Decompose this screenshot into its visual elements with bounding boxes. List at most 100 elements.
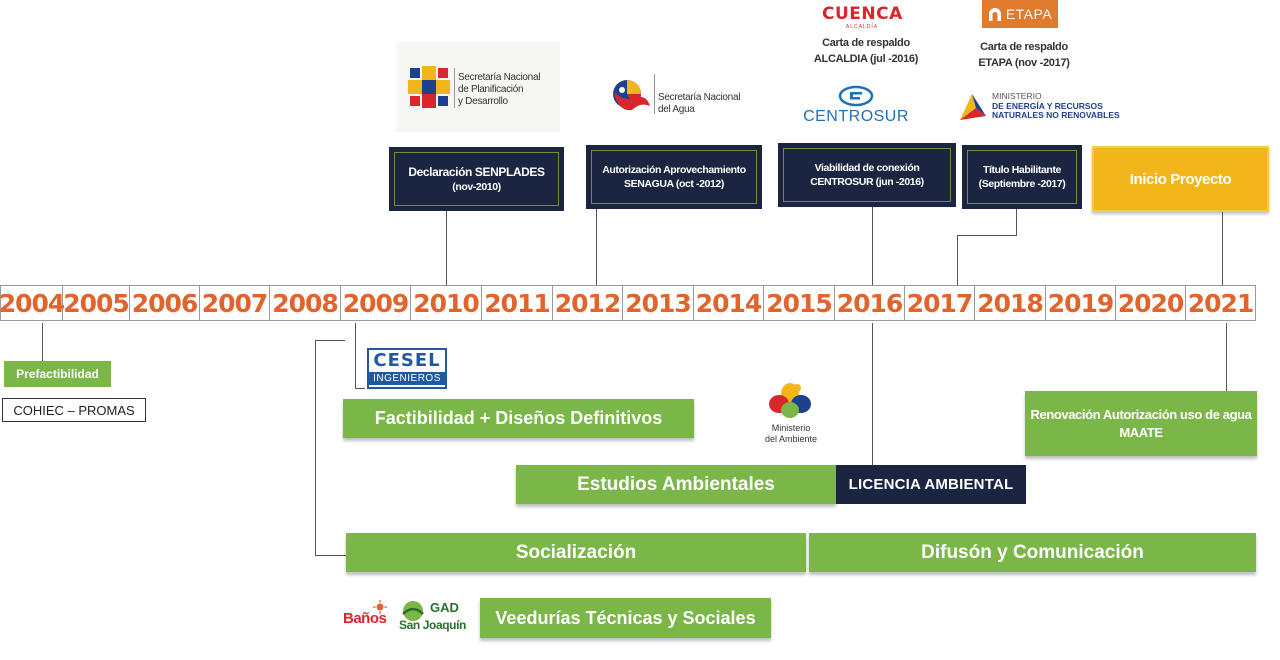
ministerio-energia-line2: DE ENERGÍA Y RECURSOS bbox=[992, 100, 1103, 111]
senplades-logo-line2: de Planificación bbox=[458, 84, 524, 95]
san-joaquin-emblem-icon bbox=[402, 601, 424, 621]
centrosur-logo-text: CENTROSUR bbox=[803, 108, 909, 125]
etapa-caption: Carta de respaldo ETAPA (nov -2017) bbox=[966, 40, 1082, 72]
etapa-logo: ETAPA bbox=[982, 0, 1058, 28]
senagua-emblem-icon bbox=[613, 80, 650, 111]
milestone-senagua-title: Autorización Aprovechamiento bbox=[602, 163, 746, 176]
san-joaquin-logo-main: GAD bbox=[430, 600, 459, 615]
cuenca-logo-main: CUENCA bbox=[822, 4, 903, 24]
centrosur-logo: CENTROSUR bbox=[800, 84, 912, 128]
milestone-senplades-title: Declaración SENPLADES bbox=[408, 164, 545, 179]
ambiente-flower-icon bbox=[769, 383, 811, 418]
senplades-emblem-icon bbox=[408, 66, 450, 108]
phase-socializacion[interactable]: Socialización bbox=[346, 533, 806, 572]
cuenca-logo-sub: ALCALDÍA bbox=[845, 24, 879, 30]
ministerio-energia-line3: NATURALES NO RENOVABLES bbox=[992, 110, 1120, 120]
etapa-caption-line1: Carta de respaldo bbox=[980, 41, 1068, 53]
phase-cohiec[interactable]: COHIEC – PROMAS bbox=[2, 398, 146, 422]
year-cell: 2010 bbox=[411, 285, 482, 321]
year-cell: 2004 bbox=[0, 285, 65, 321]
cesel-logo-main: CESEL bbox=[373, 350, 441, 371]
year-cell: 2008 bbox=[270, 285, 341, 321]
banos-sun-icon bbox=[373, 600, 387, 614]
alcaldia-caption-line2: ALCALDIA (jul -2016) bbox=[813, 52, 919, 65]
connector-titulo-b bbox=[957, 235, 1017, 236]
phase-licencia-ambiental-label: LICENCIA AMBIENTAL bbox=[848, 476, 1014, 493]
milestone-inicio-proyecto-label: Inicio Proyecto bbox=[1129, 170, 1232, 188]
phase-estudios-ambientales[interactable]: Estudios Ambientales bbox=[516, 465, 836, 504]
phase-renovacion[interactable]: Renovación Autorización uso de agua MAAT… bbox=[1025, 391, 1257, 456]
connector-socializacion-b bbox=[315, 340, 345, 341]
phase-difusion-label: Difusón y Comunicación bbox=[921, 541, 1144, 563]
year-cell: 2016 bbox=[835, 285, 905, 321]
year-axis: 2004 2005 2006 2007 2008 2009 2010 2011 … bbox=[0, 285, 1258, 323]
ministerio-energia-line1: MINISTERIO bbox=[992, 91, 1042, 101]
cuenca-logo: CUENCA ALCALDÍA bbox=[822, 4, 902, 32]
senagua-logo-line1: Secretaría Nacional bbox=[658, 92, 741, 103]
year-cell: 2011 bbox=[482, 285, 553, 321]
senagua-logo: Secretaría Nacional del Agua bbox=[604, 72, 754, 120]
ambiente-logo-line1: Ministerio bbox=[771, 423, 811, 433]
year-cell: 2021 bbox=[1186, 285, 1256, 321]
year-cell: 2005 bbox=[63, 285, 130, 321]
milestone-senplades[interactable]: Declaración SENPLADES (nov-2010) bbox=[389, 147, 564, 211]
milestone-centrosur[interactable]: Viabilidad de conexión CENTROSUR (jun -2… bbox=[778, 143, 956, 207]
connector-inicio bbox=[1222, 212, 1223, 285]
phase-renovacion-line2: MAATE bbox=[1119, 424, 1163, 440]
connector-titulo-c bbox=[957, 235, 958, 285]
etapa-arch-icon bbox=[988, 8, 1001, 21]
cesel-logo: CESEL INGENIEROS bbox=[367, 348, 447, 389]
year-cell: 2013 bbox=[623, 285, 694, 321]
phase-prefactibilidad[interactable]: Prefactibilidad bbox=[4, 361, 111, 387]
ministerio-energia-logo: MINISTERIO DE ENERGÍA Y RECURSOS NATURAL… bbox=[956, 90, 1132, 126]
connector-licencia bbox=[872, 323, 873, 466]
milestone-senagua-date: SENAGUA (oct -2012) bbox=[624, 178, 724, 190]
phase-veedurias[interactable]: Veedurías Técnicas y Sociales bbox=[480, 598, 771, 638]
ambiente-logo-line2: del Ambiente bbox=[764, 434, 818, 444]
milestone-senagua[interactable]: Autorización Aprovechamiento SENAGUA (oc… bbox=[586, 145, 762, 209]
banos-logo-text: Baños bbox=[343, 610, 387, 627]
connector-socializacion-a bbox=[315, 340, 316, 555]
connector-senplades bbox=[446, 211, 447, 285]
year-cell: 2020 bbox=[1116, 285, 1186, 321]
milestone-centrosur-date: CENTROSUR (jun -2016) bbox=[810, 176, 924, 188]
year-cell: 2018 bbox=[975, 285, 1046, 321]
san-joaquin-logo: GAD San Joaquín bbox=[398, 598, 476, 638]
year-cell: 2007 bbox=[200, 285, 270, 321]
cesel-logo-sub: INGENIEROS bbox=[369, 372, 445, 385]
connector-factibilidad-b bbox=[355, 388, 365, 389]
san-joaquin-logo-sub: San Joaquín bbox=[399, 618, 466, 632]
phase-cohiec-label: COHIEC – PROMAS bbox=[13, 402, 135, 418]
connector-titulo-a bbox=[1016, 209, 1017, 235]
alcaldia-caption: Carta de respaldo ALCALDIA (jul -2016) bbox=[806, 36, 926, 68]
senplades-logo: Secretaría Nacional de Planificación y D… bbox=[396, 42, 560, 132]
connector-centrosur bbox=[872, 207, 873, 285]
connector-renovacion bbox=[1226, 323, 1227, 391]
phase-factibilidad-label: Factibilidad + Diseños Definitivos bbox=[374, 408, 663, 428]
milestone-centrosur-title: Viabilidad de conexión bbox=[814, 161, 920, 174]
year-cell: 2009 bbox=[341, 285, 411, 321]
phase-difusion[interactable]: Difusón y Comunicación bbox=[809, 533, 1256, 572]
centrosur-emblem-icon bbox=[838, 85, 874, 107]
senplades-logo-line1: Secretaría Nacional bbox=[458, 72, 541, 83]
phase-socializacion-label: Socialización bbox=[515, 541, 637, 563]
connector-factibilidad bbox=[355, 323, 356, 388]
ambiente-logo: Ministerio del Ambiente bbox=[756, 380, 826, 450]
connector-socializacion-c bbox=[315, 555, 347, 556]
year-cell: 2012 bbox=[553, 285, 623, 321]
etapa-logo-text: ETAPA bbox=[1005, 6, 1053, 22]
phase-veedurias-label: Veedurías Técnicas y Sociales bbox=[495, 607, 756, 628]
phase-prefactibilidad-label: Prefactibilidad bbox=[16, 367, 99, 381]
milestone-titulo[interactable]: Título Habilitante (Septiembre -2017) bbox=[962, 145, 1082, 209]
etapa-caption-line2: ETAPA (nov -2017) bbox=[978, 56, 1070, 69]
phase-factibilidad[interactable]: Factibilidad + Diseños Definitivos bbox=[343, 399, 694, 438]
year-cell: 2017 bbox=[905, 285, 975, 321]
milestone-inicio-proyecto[interactable]: Inicio Proyecto bbox=[1092, 146, 1269, 212]
phase-estudios-ambientales-label: Estudios Ambientales bbox=[577, 473, 775, 495]
year-cell: 2006 bbox=[130, 285, 200, 321]
milestone-senplades-date: (nov-2010) bbox=[452, 181, 501, 193]
phase-renovacion-line1: Renovación Autorización uso de agua bbox=[1030, 406, 1252, 422]
phase-licencia-ambiental[interactable]: LICENCIA AMBIENTAL bbox=[836, 465, 1026, 504]
year-cell: 2019 bbox=[1046, 285, 1116, 321]
alcaldia-caption-line1: Carta de respaldo bbox=[822, 37, 910, 49]
